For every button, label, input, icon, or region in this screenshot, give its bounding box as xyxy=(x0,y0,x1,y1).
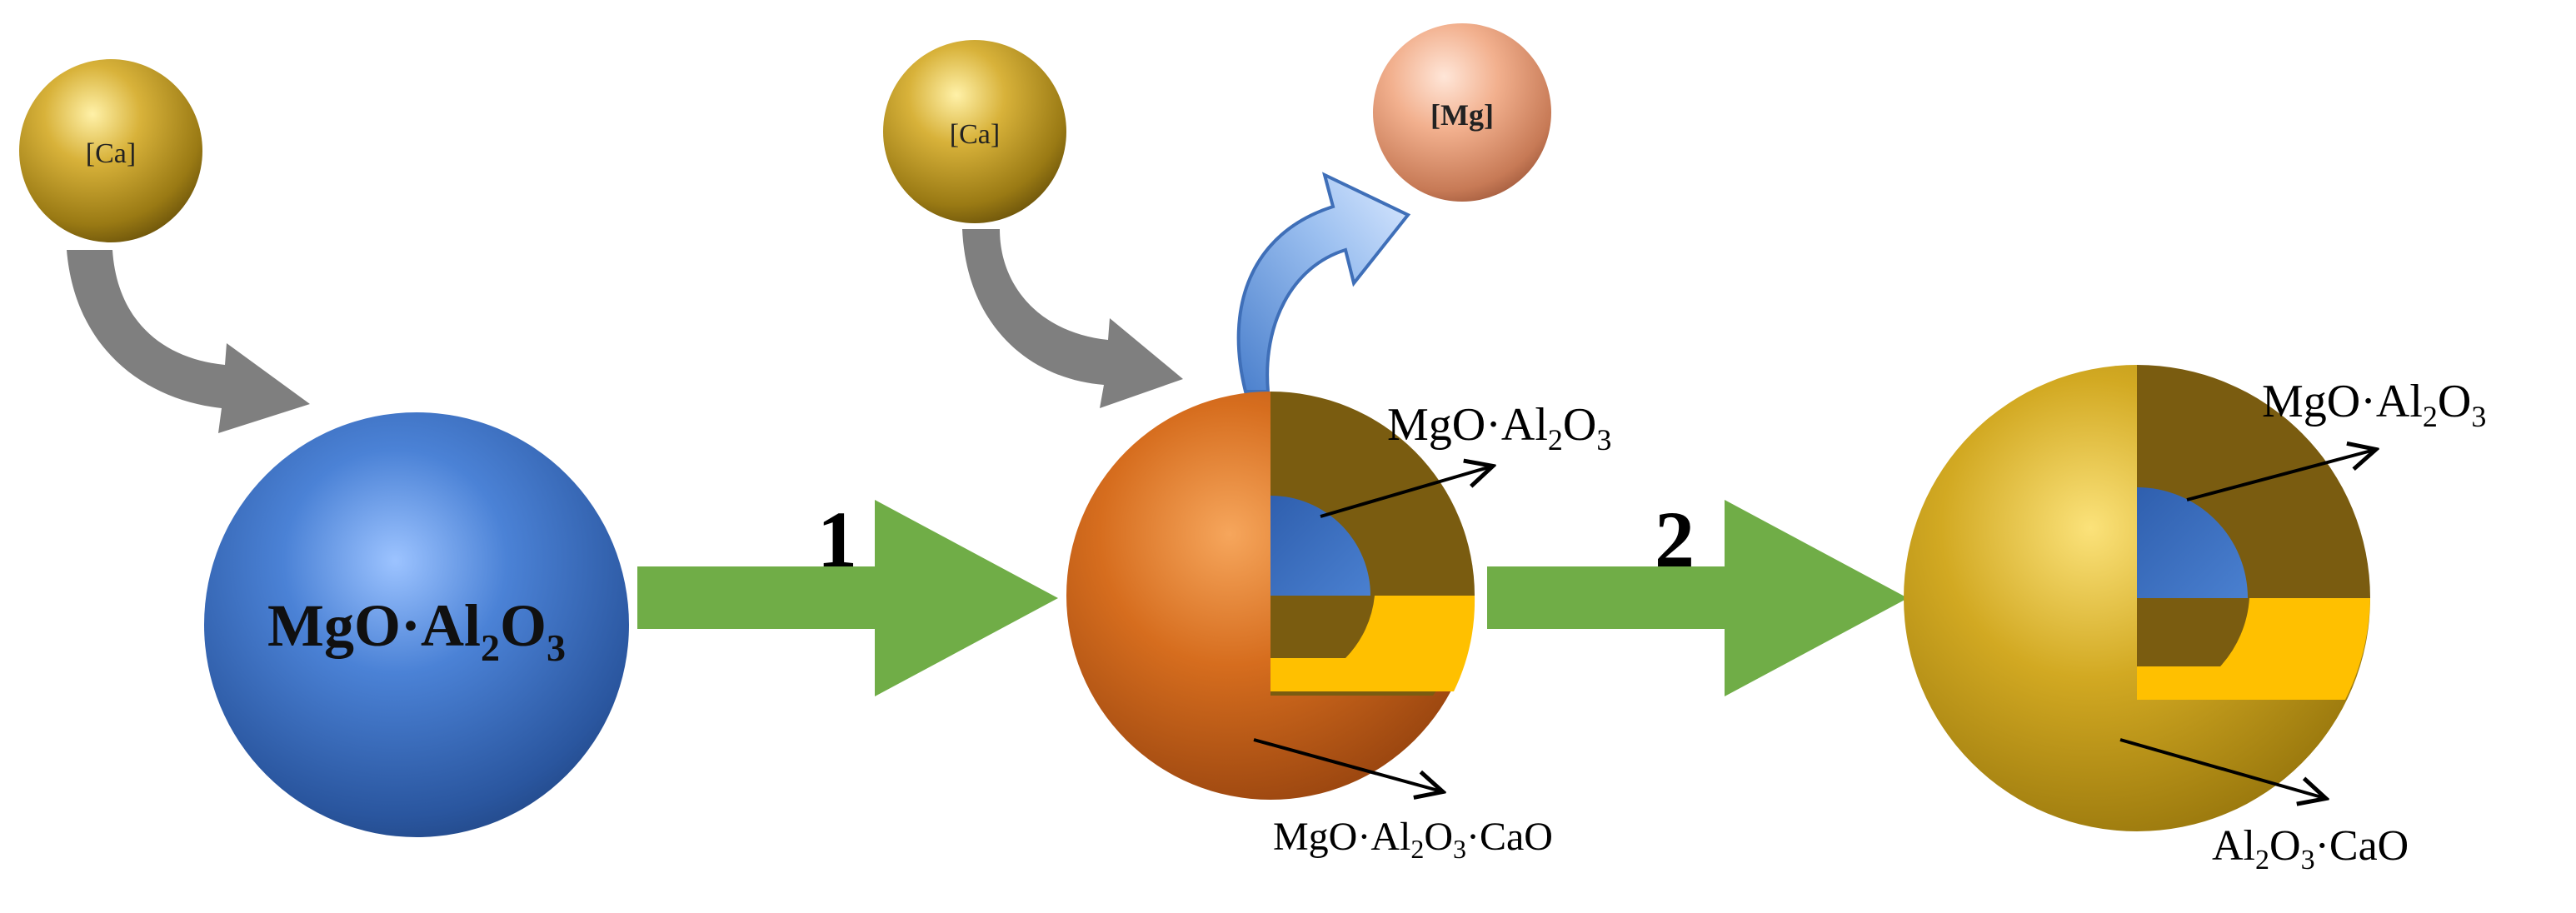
process-arrow-step2 xyxy=(1487,500,1908,696)
mg-label: [Mg] xyxy=(1430,98,1494,132)
core-shell-particle-right xyxy=(1904,365,2370,831)
core-shell-particle-mid xyxy=(1066,392,1475,800)
process-arrow-step1 xyxy=(637,500,1058,696)
ca-label-left: [Ca] xyxy=(86,138,136,169)
label-right-shell: Al2O3·CaO xyxy=(2212,822,2409,876)
mg-particle: [Mg] xyxy=(1373,23,1551,202)
label-mid-core: MgO·Al2O3 xyxy=(1387,399,1611,456)
ca-curved-arrow-left xyxy=(67,250,310,433)
step2-label: 2 xyxy=(1655,495,1695,584)
pointer-right-shell xyxy=(2119,738,2324,798)
initial-particle-label: MgO·Al2O3 xyxy=(267,592,566,669)
label-right-core: MgO·Al2O3 xyxy=(2262,376,2486,433)
mg-release-arrow xyxy=(1236,172,1411,393)
pointer-mid-shell xyxy=(1253,738,1441,791)
ca-curved-arrow-mid xyxy=(962,229,1183,408)
pointer-mid-core xyxy=(1320,466,1491,518)
mgo-al2o3-initial-particle: MgO·Al2O3 xyxy=(204,412,629,837)
label-mid-shell: MgO·Al2O3·CaO xyxy=(1273,815,1553,864)
ca-label-mid: [Ca] xyxy=(950,119,1000,150)
ca-particle-mid: [Ca] xyxy=(883,40,1066,223)
pointer-right-core xyxy=(2186,450,2374,501)
step1-label: 1 xyxy=(817,495,857,584)
ca-particle-left: [Ca] xyxy=(19,59,202,242)
